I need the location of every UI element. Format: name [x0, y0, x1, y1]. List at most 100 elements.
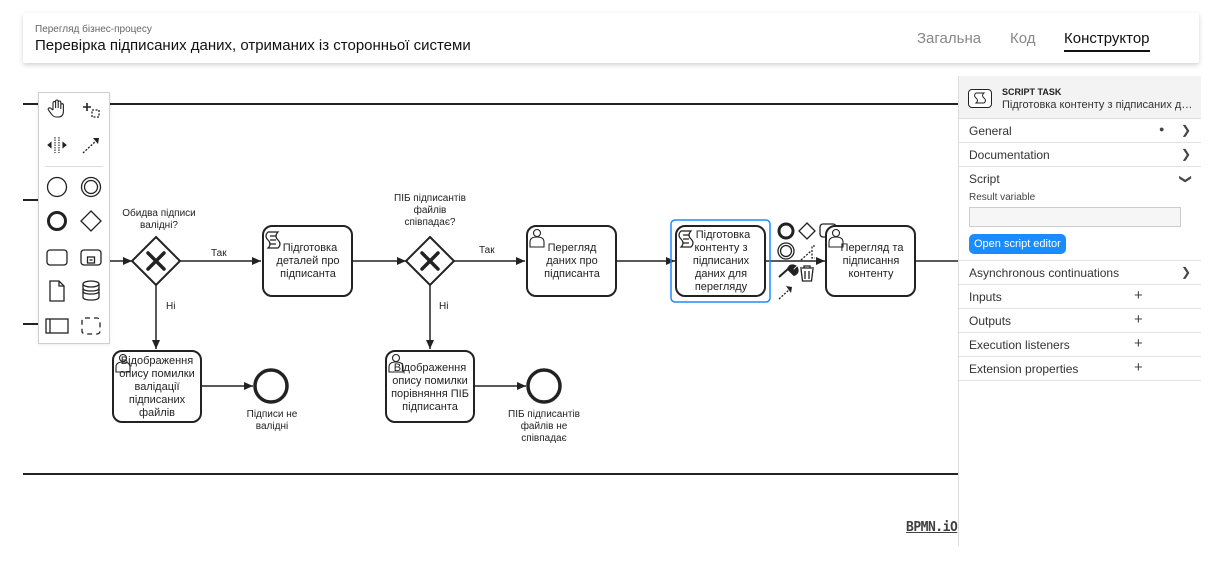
open-script-editor-button[interactable]: Open script editor: [969, 234, 1066, 254]
task3-line2: контенту з: [695, 242, 748, 254]
gateway1-label-line1: Обидва підписи: [122, 207, 196, 219]
task-icon[interactable]: [43, 243, 71, 271]
group-label: Documentation: [969, 148, 1050, 162]
gateway2-label-line2: файлів: [414, 204, 447, 216]
group-execution-listeners[interactable]: Execution listeners +: [959, 333, 1201, 357]
gateway-signatures-valid[interactable]: [130, 235, 182, 287]
context-pad[interactable]: [777, 222, 837, 300]
flow-label-no-1: Ні: [166, 301, 175, 312]
task5-line1: Відображення: [121, 355, 193, 367]
group-extension-properties[interactable]: Extension properties +: [959, 357, 1201, 381]
task2-line1: Перегляд: [548, 242, 597, 254]
chevron-right-icon: ❯: [1180, 123, 1191, 137]
end-event-icon[interactable]: [43, 207, 71, 235]
group-documentation[interactable]: Documentation ❯: [959, 143, 1201, 167]
properties-panel-header: SCRIPT TASK Підготовка контенту з підпис…: [959, 76, 1201, 119]
wrench-icon[interactable]: [778, 264, 799, 278]
task-show-name-mismatch-error[interactable]: Відображення опису помилки порівняння ПІ…: [385, 350, 475, 423]
task5-line3: валідації: [134, 381, 179, 393]
end-event-names-mismatch[interactable]: [526, 368, 562, 404]
task5-line5: файлів: [139, 407, 175, 419]
gateway2-label-line3: співпадає?: [405, 217, 456, 228]
data-object-icon[interactable]: [43, 277, 71, 305]
task-prepare-content-selected[interactable]: Підготовка контенту з підписаних даних д…: [670, 219, 771, 303]
task1-line3: підписанта: [280, 268, 337, 280]
add-input-icon[interactable]: +: [1134, 287, 1143, 304]
subprocess-icon[interactable]: [77, 243, 105, 271]
gateway-icon[interactable]: [77, 207, 105, 235]
user-task-icon: [529, 228, 545, 248]
task3-line4: даних для: [695, 268, 747, 280]
result-variable-input[interactable]: [969, 207, 1181, 227]
task-view-signer-data[interactable]: Перегляд даних про підписанта: [526, 225, 617, 297]
task3-line1: Підготовка: [696, 229, 751, 241]
data-store-icon[interactable]: [77, 277, 105, 305]
group-general[interactable]: General ● ❯: [959, 119, 1201, 143]
script-task-icon: [265, 231, 281, 249]
append-intermediate-event-icon[interactable]: [777, 242, 795, 260]
process-header: Перегляд бізнес-процесу Перевірка підпис…: [23, 13, 1199, 63]
group-label: Outputs: [969, 314, 1012, 328]
text-annotation-icon[interactable]: [800, 245, 815, 261]
task6-line1: Відображення: [394, 362, 466, 374]
flow-label-yes-1: Так: [211, 248, 227, 259]
tab-constructor[interactable]: Конструктор: [1064, 30, 1150, 52]
user-task-icon: [388, 353, 404, 373]
task1-line1: Підготовка: [283, 242, 338, 254]
page-title: Перевірка підписаних даних, отриманих із…: [35, 37, 471, 54]
task4-line1: Перегляд та: [841, 242, 905, 254]
tab-general[interactable]: Загальна: [917, 30, 982, 47]
bpmn-canvas[interactable]: Так Так Ні Ні Обидва підписи валідні? ПІ…: [0, 64, 958, 504]
connect-tool-icon[interactable]: [77, 131, 105, 159]
task6-line2: опису помилки: [392, 375, 467, 387]
group-label: Extension properties: [969, 362, 1079, 376]
task-show-validation-error[interactable]: Відображення опису помилки валідації під…: [112, 350, 202, 423]
delete-icon[interactable]: [800, 265, 814, 282]
task-review-sign-content[interactable]: Перегляд та підписання контенту: [825, 225, 916, 297]
group-inputs[interactable]: Inputs +: [959, 285, 1201, 309]
script-task-icon: [678, 230, 694, 248]
group-label: Inputs: [969, 290, 1002, 304]
chevron-right-icon: ❯: [1180, 265, 1191, 279]
group-async-continuations[interactable]: Asynchronous continuations ❯: [959, 261, 1201, 285]
task-prepare-signer-details[interactable]: Підготовка деталей про підписанта: [262, 225, 353, 297]
add-extension-property-icon[interactable]: +: [1134, 359, 1143, 376]
properties-panel: SCRIPT TASK Підготовка контенту з підпис…: [958, 76, 1201, 546]
group-label: General: [969, 124, 1012, 138]
end-event-signatures-invalid[interactable]: [253, 368, 289, 404]
gateway-names-match[interactable]: [404, 235, 456, 287]
task4-line2: підписання: [843, 255, 900, 267]
chevron-down-icon: ❯: [1178, 173, 1193, 185]
end1-label-line2: валідні: [256, 421, 288, 432]
append-end-event-icon[interactable]: [777, 222, 795, 240]
task6-line4: підписанта: [402, 401, 459, 413]
tab-code[interactable]: Код: [1010, 30, 1036, 47]
space-tool-icon[interactable]: [43, 131, 71, 159]
end2-label-line3: співпадає: [521, 433, 566, 444]
group-outputs[interactable]: Outputs +: [959, 309, 1201, 333]
task1-line2: деталей про: [276, 255, 339, 267]
task3-line5: перегляду: [695, 281, 748, 293]
bpmn-io-logo[interactable]: BPMN.iO: [906, 520, 958, 535]
flow-label-yes-2: Так: [479, 245, 495, 256]
group-script[interactable]: Script ❯: [959, 167, 1201, 190]
add-output-icon[interactable]: +: [1134, 311, 1143, 328]
pool-icon[interactable]: [43, 312, 71, 340]
connect-icon[interactable]: [778, 287, 792, 300]
end1-label-line1: Підписи не: [247, 409, 298, 420]
hand-tool-icon[interactable]: [43, 95, 71, 123]
palette-separator: [45, 166, 103, 167]
append-gateway-icon[interactable]: [798, 222, 816, 240]
task2-line2: даних про: [546, 255, 598, 267]
gateway1-label-line2: валідні?: [140, 220, 178, 231]
task4-line3: контенту: [849, 268, 894, 280]
add-listener-icon[interactable]: +: [1134, 335, 1143, 352]
script-group-body: Result variable Open script editor: [959, 190, 1201, 261]
group-icon[interactable]: [77, 312, 105, 340]
lasso-tool-icon[interactable]: [77, 95, 105, 123]
start-event-icon[interactable]: [43, 173, 71, 201]
task6-line3: порівняння ПІБ: [391, 388, 469, 400]
task2-line3: підписанта: [544, 268, 601, 280]
intermediate-event-icon[interactable]: [77, 173, 105, 201]
element-name: Підготовка контенту з підписаних даних д…: [1002, 99, 1197, 111]
